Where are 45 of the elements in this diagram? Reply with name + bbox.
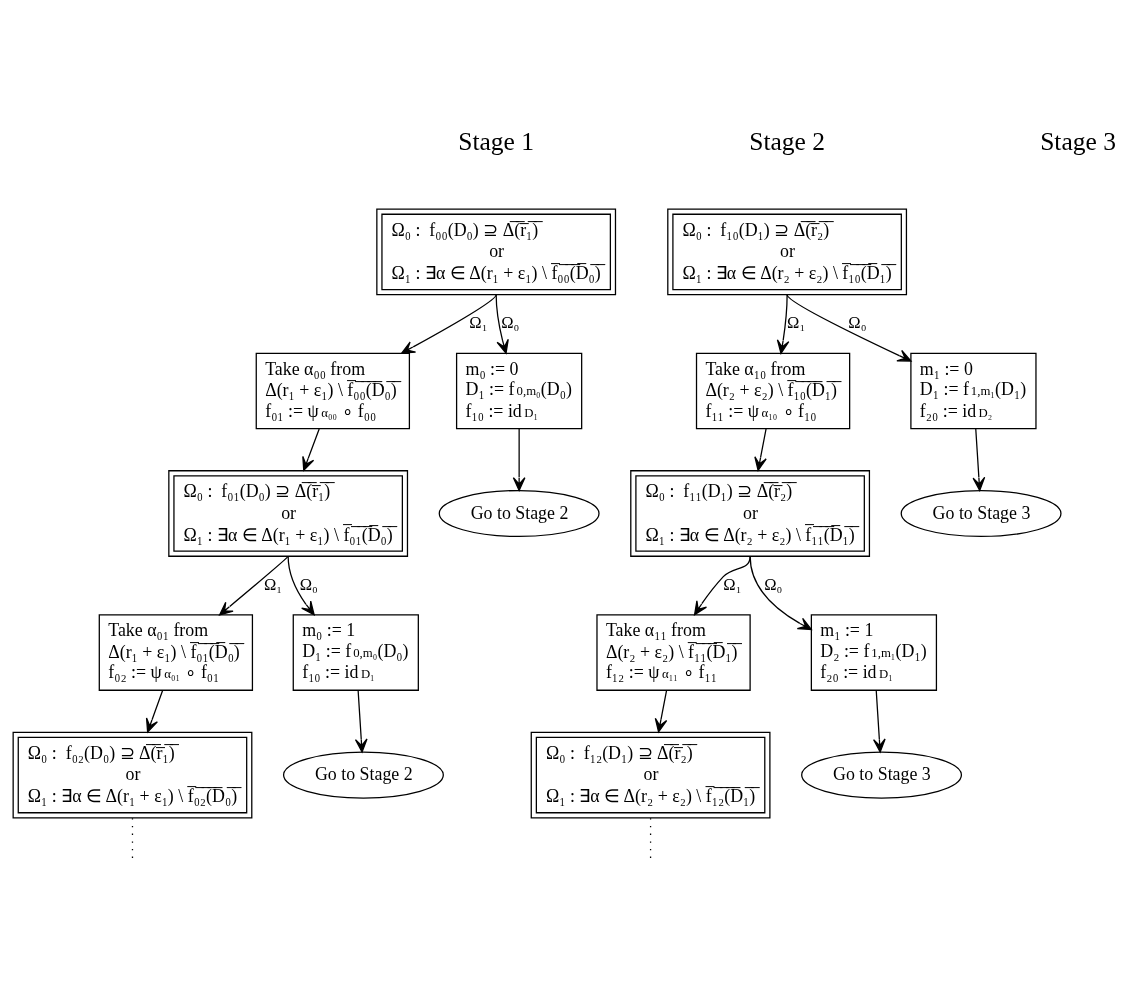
arrow	[972, 427, 986, 491]
node-box: Ω₀ : f₀₀(D₀) ⊇ Δ̅(̅r̅₁̅)̅ or Ω₁ : ∃α ∈ Δ(r₁ + ε₁) \ f̅₀̅₀̅(̅D̅₀̅)̅	[376, 208, 617, 295]
node-box: m₀ := 1 D₁ := f0,m₀(D₀) f₁₀ := idD₁	[292, 613, 419, 691]
node-box: Take α₀₀ from Δ(r₁ + ε₁) \ f̅₀̅₀̅(̅D̅₀̅)̅ f₀₁ := ψα₀₀ ∘ f₀₀	[255, 352, 411, 429]
arrow	[302, 427, 320, 471]
node-box: m₁ := 0 D₁ := f1,m₁(D₁) f₂₀ := idD₂	[910, 352, 1037, 429]
node-box: Ω₀ : f₀₂(D₀) ⊇ Δ̅(̅r̅₁̅)̅ or Ω₁ : ∃α ∈ Δ(r₁ + ε₁) \ f̅₀̅₂̅(̅D̅₀̅)̅	[12, 731, 253, 818]
arrow	[749, 555, 812, 630]
arrow	[354, 689, 368, 753]
node-box: Take α₁₁ from Δ(r₂ + ε₂) \ f̅₁̅₁̅(̅D̅₁̅)̅ f₁₂ := ψα₁₁ ∘ f₁₁	[596, 613, 751, 691]
edge-label: Ω₀	[501, 312, 520, 332]
arrow	[654, 689, 668, 733]
arrow	[287, 555, 315, 615]
edge-label: Ω₁	[723, 574, 742, 594]
edge-label: Ω₁	[469, 312, 488, 332]
edge-label: Ω₁	[787, 312, 806, 332]
node-box: Take α₁₀ from Δ(r₂ + ε₂) \ f̅₁̅₀̅(̅D̅₁̅)̅ f₁₁ := ψα₁₀ ∘ f₁₀	[695, 352, 851, 429]
label: Stage 2	[749, 126, 826, 156]
arrow	[218, 555, 289, 616]
node-box: Take α₀₁ from Δ(r₁ + ε₁) \ f̅₀̅₁̅(̅D̅₀̅)̅ f₀₂ := ψα₀₁ ∘ f₀₁	[98, 613, 254, 691]
node-box: Ω₀ : f₁₁(D₁) ⊇ Δ̅(̅r̅₂̅)̅ or Ω₁ : ∃α ∈ Δ(r₂ + ε₂) \ f̅₁̅₁̅(̅D̅₁̅)̅	[630, 469, 871, 557]
node-box: Ω₀ : f₀₁(D₀) ⊇ Δ̅(̅r̅₁̅)̅ or Ω₁ : ∃α ∈ Δ(r₁ + ε₁) \ f̅₀̅₁̅(̅D̅₀̅)̅	[168, 469, 409, 557]
node-ellipse: Go to Stage 2	[282, 751, 444, 799]
arrow	[873, 689, 886, 753]
node-ellipse: Go to Stage 3	[801, 751, 963, 799]
label: Stage 1	[458, 126, 535, 156]
arrow	[786, 293, 912, 362]
edge-label: Ω₀	[848, 312, 867, 332]
edge-label: Ω₁	[263, 574, 283, 594]
arrow	[693, 555, 751, 615]
arrow	[401, 293, 497, 354]
node-ellipse: Go to Stage 3	[900, 489, 1062, 537]
node-box: Ω₀ : f₁₂(D₁) ⊇ Δ̅(̅r̅₂̅)̅ or Ω₁ : ∃α ∈ Δ(r₂ + ε₂) \ f̅₁̅₂̅(̅D̅₁̅)̅	[530, 731, 771, 818]
arrow	[512, 427, 526, 491]
label: Stage 3	[1040, 126, 1116, 156]
node-box: m₁ := 1 D₂ := f1,m₁(D₁) f₂₀ := idD₁	[810, 613, 938, 691]
node-box: Ω₀ : f₁₀(D₁) ⊇ Δ̅(̅r̅₂̅)̅ or Ω₁ : ∃α ∈ Δ(r₂ + ε₂) \ f̅₁̅₀̅(̅D̅₁̅)̅	[667, 208, 908, 295]
arrow	[776, 293, 790, 354]
arrow	[495, 293, 509, 354]
arrow	[145, 689, 164, 733]
node-box: m₀ := 0 D₁ := f0,m₀(D₀) f₁₀ := idD₁	[455, 352, 583, 429]
edge-label: Ω₀	[764, 574, 783, 594]
node-ellipse: Go to Stage 2	[438, 489, 600, 537]
edge-label: Ω₀	[299, 574, 318, 594]
arrow	[754, 427, 767, 471]
